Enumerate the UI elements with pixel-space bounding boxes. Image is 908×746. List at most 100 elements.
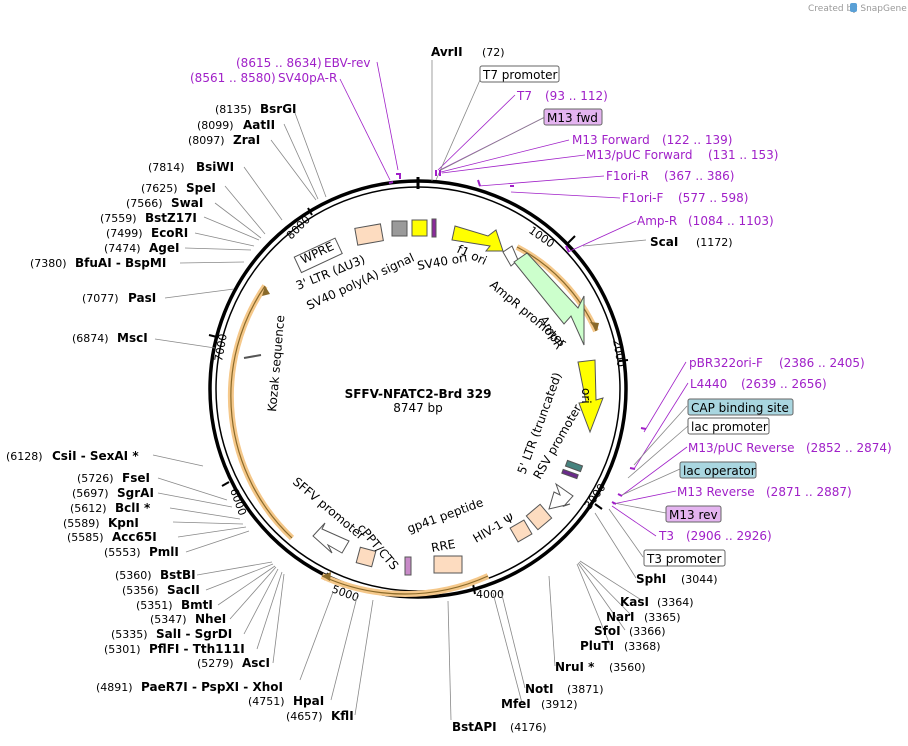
primer-amp-r-pos: (1084 .. 1103) xyxy=(688,214,774,228)
primer-t3-pos: (2906 .. 2926) xyxy=(686,529,772,543)
primer-ebv-rev[interactable]: EBV-rev xyxy=(324,56,370,70)
enzyme-pflfi-tth111i[interactable]: PflFI - Tth111I xyxy=(149,642,245,656)
box-lac-promoter[interactable]: lac promoter xyxy=(687,417,770,435)
enzyme-noti[interactable]: NotI xyxy=(525,682,554,696)
wpre-label-box xyxy=(293,237,343,274)
enzyme-bcli[interactable]: BclI * xyxy=(115,501,151,515)
enzyme-paer7i-pspxi-xhoi[interactable]: PaeR7I - PspXI - XhoI xyxy=(141,680,283,694)
enzyme-asci[interactable]: AscI xyxy=(242,656,270,670)
t3-promoter-text: T3 promoter xyxy=(646,552,722,566)
primer-f1ori-f-pos: (577 .. 598) xyxy=(678,191,748,205)
primer-m13-puc-forward[interactable]: M13/pUC Forward xyxy=(586,148,693,162)
enzyme-sali-sgrdi[interactable]: SalI - SgrDI xyxy=(156,627,232,641)
enzyme-nhei[interactable]: NheI xyxy=(195,612,226,626)
tick-6000: 6000 xyxy=(227,487,249,518)
label-rre: RRE xyxy=(430,537,456,555)
enzyme-pasi-pos: (7077) xyxy=(82,292,119,305)
label-avrii[interactable]: AvrII (72) xyxy=(431,45,505,59)
enzyme-nari-pos: (3365) xyxy=(644,611,681,624)
box-t3-promoter[interactable]: T3 promoter xyxy=(643,549,726,567)
enzyme-nrui[interactable]: NruI * xyxy=(555,660,595,674)
enzyme-sphi[interactable]: SphI xyxy=(636,572,666,586)
enzyme-bsrgi[interactable]: BsrGI xyxy=(260,102,297,116)
enzyme-bmti[interactable]: BmtI xyxy=(181,598,213,612)
enzyme-bstz17i[interactable]: BstZ17I xyxy=(145,211,197,225)
box-cap-binding-site[interactable]: CAP binding site xyxy=(687,398,794,416)
enzyme-csii-sexai[interactable]: CsiI - SexAI * xyxy=(52,449,139,463)
snapgene-credit: Created by SnapGene xyxy=(808,4,907,14)
enzyme-sphi-pos: (3044) xyxy=(681,573,718,586)
primer-m13-puc-reverse[interactable]: M13/pUC Reverse xyxy=(688,441,795,455)
enzyme-bfuai-bspmi[interactable]: BfuAI - BspMI xyxy=(75,256,166,270)
enzyme-swai[interactable]: SwaI xyxy=(171,196,203,210)
enzyme-spei[interactable]: SpeI xyxy=(186,181,216,195)
enzyme-kfli[interactable]: KflI xyxy=(331,709,354,723)
primer-f1ori-f[interactable]: F1ori-F xyxy=(622,191,663,205)
hiv-psi-box xyxy=(525,503,553,531)
label-gp41: gp41 peptide xyxy=(405,495,485,536)
primer-t7[interactable]: T7 xyxy=(516,89,532,103)
enzyme-bmti-pos: (5351) xyxy=(136,599,173,612)
primer-l4440[interactable]: L4440 xyxy=(690,377,727,391)
enzyme-agei-pos: (7474) xyxy=(104,242,141,255)
enzyme-spei-pos: (7625) xyxy=(141,182,178,195)
enzyme-fsei[interactable]: FseI xyxy=(122,471,150,485)
enzyme-sfoi[interactable]: SfoI xyxy=(594,624,621,638)
primer-sv40pa-r[interactable]: SV40pA-R xyxy=(278,71,337,85)
enzyme-sacii[interactable]: SacII xyxy=(167,583,200,597)
enzyme-sgrai-pos: (5697) xyxy=(72,487,109,500)
enzyme-acc65i[interactable]: Acc65I xyxy=(112,530,157,544)
label-kozak: Kozak sequence xyxy=(265,315,287,413)
enzyme-msci-pos: (6874) xyxy=(72,332,109,345)
enzyme-pmli[interactable]: PmlI xyxy=(149,545,179,559)
enzyme-bstapi[interactable]: BstAPI xyxy=(452,720,497,734)
primer-pbr322ori-f[interactable]: pBR322ori-F xyxy=(689,356,763,370)
label-scai[interactable]: ScaI (1172) xyxy=(650,235,733,249)
orf-arrowhead-1 xyxy=(590,322,599,331)
primer-t3[interactable]: T3 xyxy=(658,529,674,543)
enzyme-kpni[interactable]: KpnI xyxy=(108,516,139,530)
primer-m13-reverse[interactable]: M13 Reverse xyxy=(677,485,755,499)
enzyme-nhei-pos: (5347) xyxy=(150,613,187,626)
cppt-box xyxy=(355,546,377,568)
enzyme-ecori[interactable]: EcoRI xyxy=(151,226,188,240)
enzyme-bstapi-pos: (4176) xyxy=(510,721,547,734)
enzyme-sgrai[interactable]: SgrAI xyxy=(117,486,154,500)
box-lac-operator[interactable]: lac operator xyxy=(679,461,757,479)
enzyme-bstbi[interactable]: BstBI xyxy=(160,568,196,582)
enzyme-mfei[interactable]: MfeI xyxy=(501,697,531,711)
ori-arrow xyxy=(577,359,604,434)
primer-m13-puc-reverse-pos: (2852 .. 2874) xyxy=(806,441,892,455)
enzyme-nrui-pos: (3560) xyxy=(609,661,646,674)
enzyme-agei[interactable]: AgeI xyxy=(149,241,179,255)
enzyme-bfuai-pos: (7380) xyxy=(30,257,67,270)
box-m13-fwd[interactable]: M13 fwd xyxy=(543,108,603,126)
enzyme-fsei-pos: (5726) xyxy=(77,472,114,485)
enzyme-aatii[interactable]: AatII xyxy=(243,118,275,132)
enzyme-bsiwi[interactable]: BsiWI xyxy=(196,160,234,174)
enzyme-nari[interactable]: NarI xyxy=(606,610,635,624)
enzyme-pasi[interactable]: PasI xyxy=(128,291,156,305)
ampr-arrow xyxy=(513,252,585,346)
primer-sv40pa-r-pos: (8561 .. 8580) xyxy=(190,71,276,85)
enzyme-list-bottom-right: BstAPI (4176) MfeI (3912) NotI (3871) Nr… xyxy=(452,572,718,734)
tick-7000: 7000 xyxy=(212,333,230,363)
primer-amp-r[interactable]: Amp-R xyxy=(637,214,677,228)
enzyme-bsiwi-pos: (7814) xyxy=(148,161,185,174)
enzyme-asci-pos: (5279) xyxy=(197,657,234,670)
primer-pbr322ori-f-pos: (2386 .. 2405) xyxy=(779,356,865,370)
enzyme-zrai[interactable]: ZraI xyxy=(233,133,260,147)
enzyme-noti-pos: (3871) xyxy=(567,683,604,696)
enzyme-avrii-pos: (72) xyxy=(482,46,505,59)
enzyme-msci[interactable]: MscI xyxy=(117,331,148,345)
enzyme-pluti[interactable]: PluTI xyxy=(580,639,614,653)
enzyme-kasi[interactable]: KasI xyxy=(620,595,649,609)
box-t7-promoter[interactable]: T7 promoter xyxy=(479,65,560,83)
primer-f1ori-r[interactable]: F1ori-R xyxy=(606,169,649,183)
tick-8000: 8000 xyxy=(284,213,313,242)
rre-box xyxy=(509,519,533,543)
enzyme-hpai[interactable]: HpaI xyxy=(293,694,324,708)
box-m13-rev[interactable]: M13 rev xyxy=(665,505,722,523)
t7-promoter-text: T7 promoter xyxy=(482,68,558,82)
primer-m13-forward[interactable]: M13 Forward xyxy=(572,133,650,147)
